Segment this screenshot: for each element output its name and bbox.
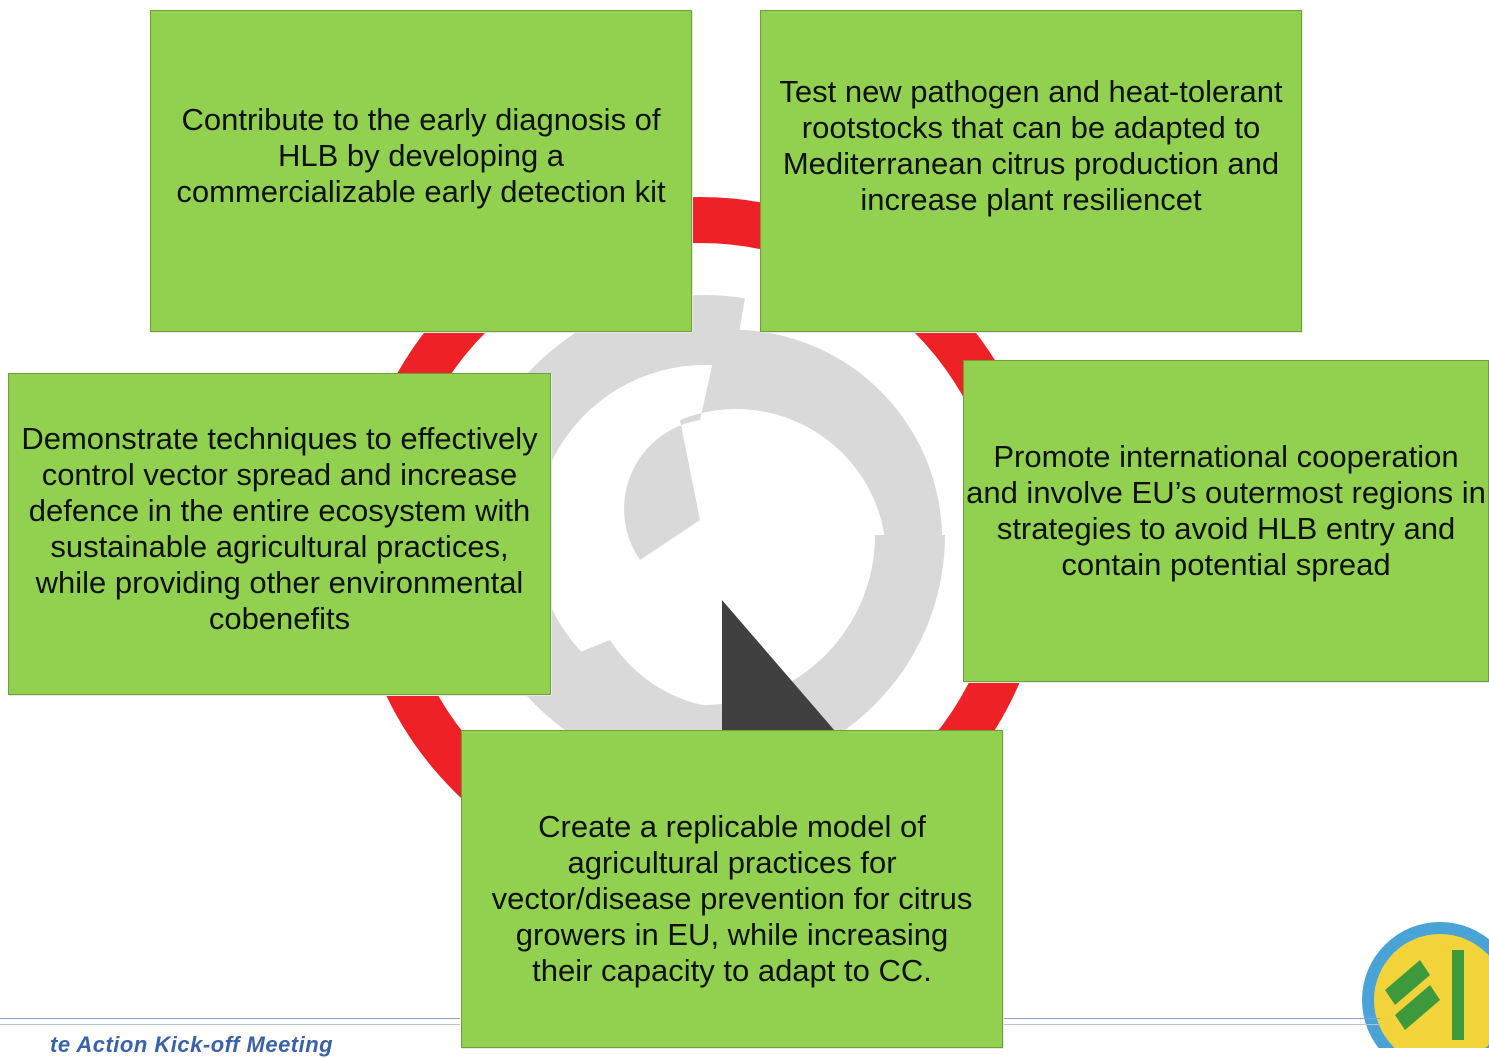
objective-text: Contribute to the early diagnosis of HLB…	[176, 102, 666, 209]
logo-icon	[1362, 922, 1489, 1048]
footer-rule-left-2	[0, 1024, 460, 1025]
arrow-head	[722, 600, 860, 760]
objective-box-international-cooperation: Promote international cooperation and in…	[963, 360, 1489, 682]
grey-swirl	[560, 329, 943, 750]
objective-box-vector-control: Demonstrate techniques to effectively co…	[8, 373, 551, 695]
objective-text: Promote international cooperation and in…	[966, 439, 1486, 582]
footer-text: te Action Kick-off Meeting	[50, 1032, 334, 1057]
footer-rule-right-2	[1000, 1024, 1380, 1025]
objective-box-replicable-model: Create a replicable model of agricultura…	[461, 730, 1003, 1048]
footer-rule-right	[1000, 1018, 1380, 1019]
objective-text: Demonstrate techniques to effectively co…	[21, 421, 538, 636]
footer-rule-left	[0, 1018, 460, 1019]
objective-box-rootstocks: Test new pathogen and heat-tolerant root…	[760, 10, 1302, 332]
objective-text: Create a replicable model of agricultura…	[491, 809, 973, 988]
objective-text: Test new pathogen and heat-tolerant root…	[779, 74, 1283, 217]
objective-box-early-diagnosis: Contribute to the early diagnosis of HLB…	[150, 10, 692, 332]
